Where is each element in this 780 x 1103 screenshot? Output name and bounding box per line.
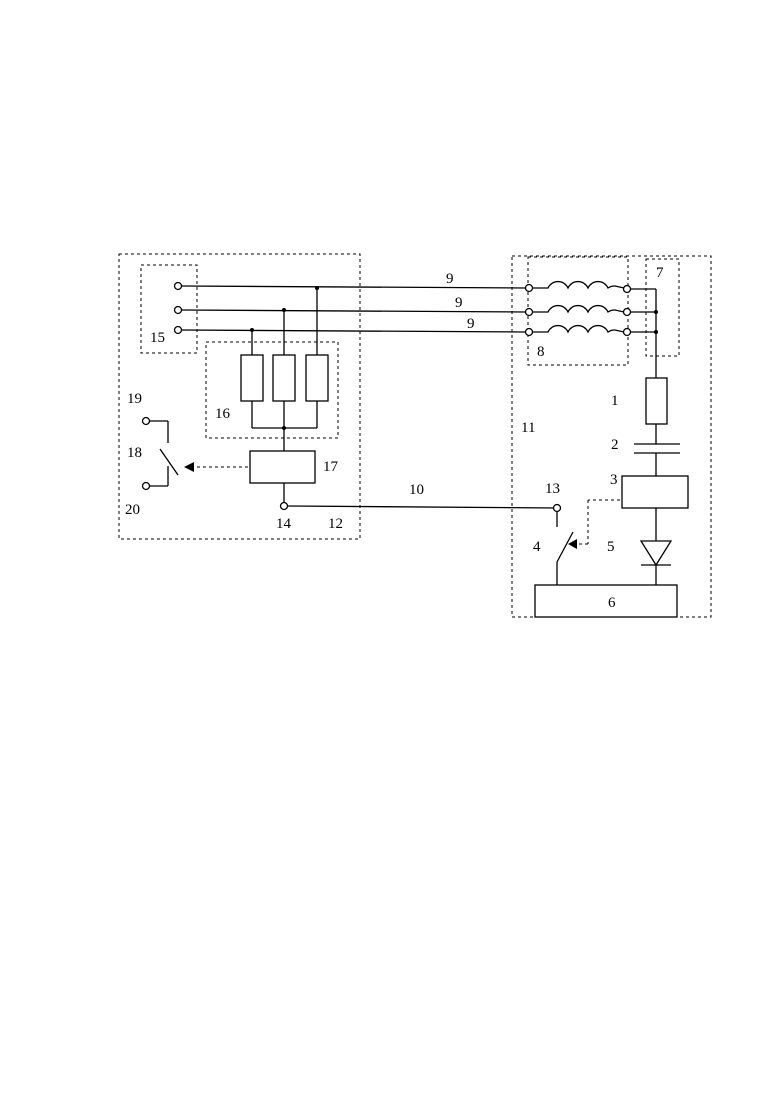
label-9c: 9 (467, 316, 475, 332)
label-7: 7 (656, 265, 664, 281)
label-3: 3 (610, 472, 618, 488)
terminal-15-open-contacts (175, 283, 182, 334)
label-11: 11 (521, 420, 535, 436)
label-2: 2 (611, 437, 619, 453)
label-13: 13 (545, 481, 560, 497)
label-15: 15 (150, 330, 165, 346)
label-16: 16 (215, 406, 231, 422)
label-18: 18 (127, 445, 142, 461)
terminal-14 (281, 503, 288, 510)
label-14: 14 (276, 516, 292, 532)
terminal-13 (554, 505, 561, 512)
label-20: 20 (125, 502, 140, 518)
relay-17-control-arrow (184, 462, 248, 472)
label-5: 5 (607, 539, 615, 555)
relay-17 (250, 451, 315, 483)
junction-7 (631, 289, 658, 378)
control-block-3 (622, 476, 688, 508)
label-12: 12 (328, 516, 343, 532)
switch-4 (557, 532, 573, 585)
switch-18 (143, 418, 179, 490)
label-9b: 9 (455, 295, 463, 311)
label-6: 6 (608, 595, 616, 611)
block-6 (535, 585, 677, 617)
label-9a: 9 (446, 271, 454, 287)
label-4: 4 (533, 539, 541, 555)
resistor-taps (250, 286, 319, 355)
inductor-group-8 (526, 282, 631, 336)
label-19: 19 (127, 391, 142, 407)
label-1: 1 (611, 393, 619, 409)
label-8: 8 (537, 344, 545, 360)
label-10: 10 (409, 482, 424, 498)
signal-line-10 (288, 506, 557, 508)
resistor-network-16 (241, 355, 328, 451)
label-17: 17 (323, 459, 339, 475)
diode-5 (641, 541, 671, 585)
resistor-1 (646, 378, 667, 424)
capacitor-2 (634, 444, 680, 476)
